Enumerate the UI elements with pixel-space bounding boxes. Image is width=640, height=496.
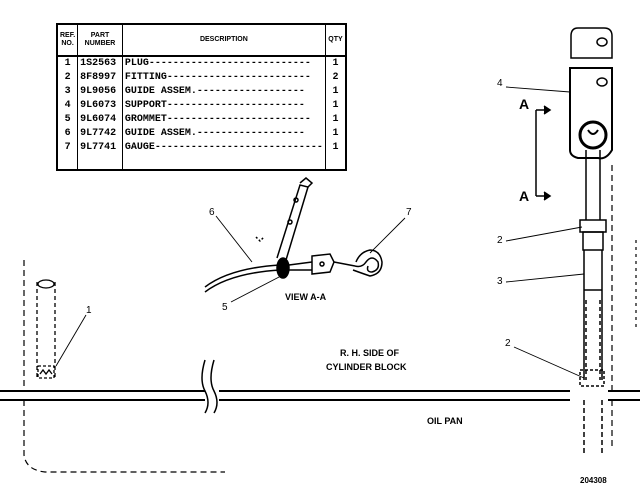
row-qty: 2 xyxy=(332,72,339,84)
table-header-row: REF. NO. PART NUMBER DESCRIPTION QTY xyxy=(56,23,347,57)
table-row: 2 8F8997 FITTING------------------------… xyxy=(57,71,346,86)
row-part-number: 9L7741 xyxy=(77,140,123,155)
callout-5: 5 xyxy=(222,302,228,313)
row-ref: 5 xyxy=(57,112,79,127)
row-qty: 1 xyxy=(332,86,339,97)
rh-side-label-line2: CYLINDER BLOCK xyxy=(326,362,407,372)
header-ref: REF. NO. xyxy=(56,23,79,57)
row-part-number: 8F8997 xyxy=(77,71,123,86)
callout-6: 6 xyxy=(209,207,215,218)
row-part-number: 9L7742 xyxy=(77,126,123,141)
table-row: 4 9L6073 SUPPORT----------------------- … xyxy=(57,98,346,113)
table-padding-row xyxy=(57,154,346,170)
row-part-number: 9L6073 xyxy=(77,98,123,113)
oil-pan-rail xyxy=(0,359,640,414)
row-qty: 1 xyxy=(332,113,339,125)
callout-1: 1 xyxy=(86,305,92,316)
pad-cell xyxy=(122,154,326,170)
plug-item-1 xyxy=(36,279,56,380)
row-ref: 3 xyxy=(57,85,79,99)
table-row: 3 9L9056 GUIDE ASSEM.------------------ … xyxy=(57,85,346,99)
row-description: PLUG--------------------------- xyxy=(122,56,326,72)
oil-pan-label: OIL PAN xyxy=(427,416,463,426)
section-marker-a-bottom: A xyxy=(519,188,530,204)
table-row: 5 9L6074 GROMMET------------------------… xyxy=(57,112,346,127)
row-description: GUIDE ASSEM.------------------ xyxy=(122,85,326,99)
figure-number: 204308 xyxy=(580,476,607,485)
pad-cell xyxy=(325,155,346,170)
block-outline xyxy=(23,165,637,473)
header-qty: QTY xyxy=(324,23,347,57)
view-aa-label: VIEW A-A xyxy=(285,292,327,302)
row-qty: 1 xyxy=(332,99,339,111)
callout-2-lower: 2 xyxy=(505,338,511,349)
table-row: 7 9L7741 GAUGE--------------------------… xyxy=(57,140,346,155)
header-description: DESCRIPTION xyxy=(121,23,326,57)
callout-4: 4 xyxy=(497,78,503,89)
parts-table: REF. NO. PART NUMBER DESCRIPTION QTY 1 1… xyxy=(56,23,347,171)
pad-cell xyxy=(57,154,79,170)
rh-side-label-line1: R. H. SIDE OF xyxy=(340,348,400,358)
view-aa-assembly xyxy=(204,177,383,293)
row-part-number: 9L6074 xyxy=(77,112,123,127)
row-ref: 1 xyxy=(57,56,79,72)
section-marker-a-top: A xyxy=(519,96,530,112)
pad-cell xyxy=(77,154,123,170)
row-description: GUIDE ASSEM.------------------ xyxy=(122,126,326,141)
row-qty: 1 xyxy=(332,58,339,70)
row-description: GROMMET------------------------ xyxy=(122,112,326,127)
row-description: GAUGE---------------------------- xyxy=(122,140,326,155)
callout-2-upper: 2 xyxy=(497,235,503,246)
leader-lines xyxy=(55,86,585,379)
row-ref: 7 xyxy=(57,140,79,155)
row-qty: 1 xyxy=(332,127,339,139)
row-qty: 1 xyxy=(332,141,339,153)
header-part-number: PART NUMBER xyxy=(77,23,123,57)
row-part-number: 9L9056 xyxy=(77,85,123,99)
table-row: 1 1S2563 PLUG---------------------------… xyxy=(57,56,346,72)
table-row: 6 9L7742 GUIDE ASSEM.------------------ … xyxy=(57,126,346,141)
row-ref: 6 xyxy=(57,126,79,141)
row-ref: 4 xyxy=(57,98,79,113)
dipstick-tube-assembly xyxy=(535,27,613,455)
callout-3: 3 xyxy=(497,276,503,287)
callout-7: 7 xyxy=(406,207,412,218)
row-ref: 2 xyxy=(57,71,79,86)
row-part-number: 1S2563 xyxy=(77,56,123,72)
row-description: SUPPORT----------------------- xyxy=(122,98,326,113)
row-description: FITTING------------------------ xyxy=(122,71,326,86)
